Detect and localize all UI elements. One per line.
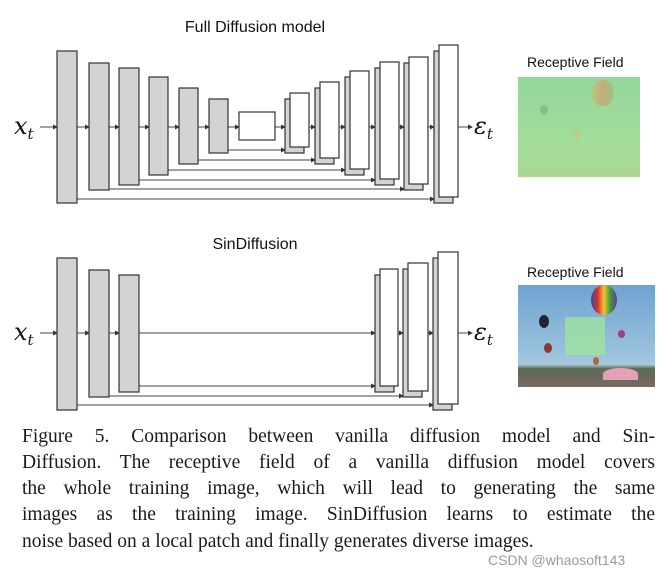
- top-receptive-field-label: Receptive Field: [527, 54, 624, 70]
- balloon: [540, 105, 548, 115]
- bottom-panel-title: SinDiffusion: [212, 236, 298, 253]
- decoder-block: [349, 70, 370, 170]
- top-input-label: xt: [14, 112, 35, 143]
- decoder-block: [437, 251, 459, 405]
- top-receptive-field-image: [518, 77, 640, 177]
- caption-line: noise based on a local patch and finally…: [22, 531, 534, 552]
- balloon: [592, 80, 614, 106]
- balloon: [544, 343, 552, 353]
- decoder-block: [438, 44, 459, 198]
- decoder-block: [379, 268, 399, 387]
- encoder-block: [56, 50, 78, 204]
- bottom-receptive-field-image: [518, 285, 655, 387]
- encoder-block: [208, 98, 229, 154]
- bottom-input-label: xt: [14, 318, 35, 349]
- balloon: [593, 357, 599, 365]
- bottleneck-block: [238, 111, 276, 141]
- decoder-block: [379, 61, 400, 180]
- top-panel-title: Full Diffusion model: [184, 19, 326, 36]
- top-output-label: εt: [474, 112, 494, 143]
- sindiffusion-unet: [40, 251, 473, 411]
- caption-line: the whole training image, which will lea…: [22, 478, 655, 499]
- decoder-block: [289, 92, 310, 148]
- decoder-block: [319, 81, 340, 159]
- watermark: CSDN @whaosoft143: [488, 552, 626, 568]
- encoder-block: [88, 62, 110, 191]
- caption-line: Figure 5. Comparison between vanilla dif…: [22, 426, 655, 447]
- balloon: [539, 315, 549, 328]
- balloon: [618, 330, 625, 338]
- decoder-block: [407, 262, 429, 392]
- receptive-patch: [565, 317, 605, 355]
- architecture-diagram: xt εt xt εt: [14, 44, 494, 411]
- balloon: [591, 285, 617, 315]
- tent: [603, 368, 638, 380]
- bottom-output-label: εt: [474, 318, 494, 349]
- encoder-block: [148, 76, 169, 176]
- encoder-block: [118, 67, 140, 186]
- bottom-receptive-field-label: Receptive Field: [527, 264, 624, 280]
- caption-line: Diffusion. The receptive field of a vani…: [22, 452, 655, 473]
- caption-line: images as the training image. SinDiffusi…: [22, 504, 655, 525]
- receptive-overlay: [518, 77, 640, 177]
- encoder-block: [88, 269, 110, 398]
- decoder-block: [408, 56, 429, 185]
- encoder-block: [118, 274, 140, 393]
- balloon: [573, 129, 581, 139]
- full-diffusion-unet: [40, 44, 473, 204]
- encoder-block: [56, 257, 78, 411]
- encoder-block: [178, 87, 199, 165]
